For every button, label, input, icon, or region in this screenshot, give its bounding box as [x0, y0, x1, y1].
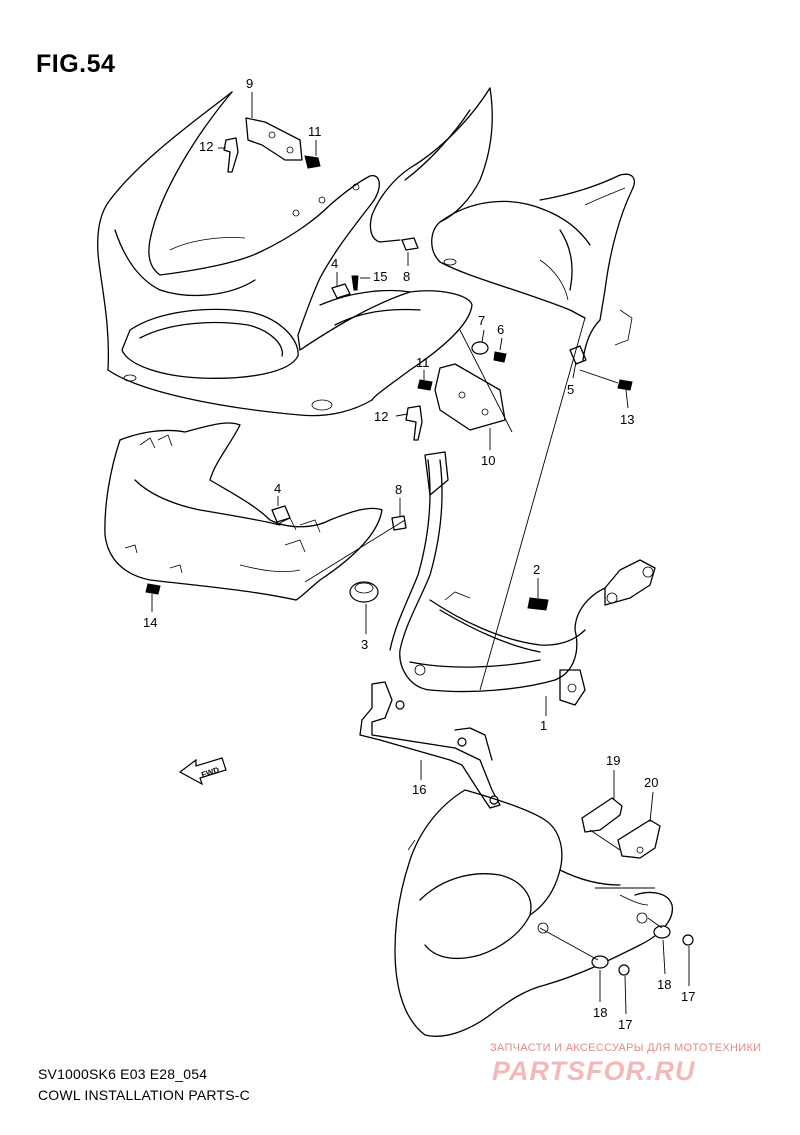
callout-20: 20: [644, 775, 659, 790]
callout-5: 5: [567, 382, 575, 397]
bracket-9: [245, 117, 303, 161]
callout-17: 17: [681, 989, 696, 1004]
callout-9: 9: [246, 76, 254, 91]
clip-4b: [271, 505, 291, 523]
fwd-arrow-icon: FWD: [178, 757, 227, 786]
screw-17a: [618, 964, 630, 976]
callout-1: 1: [540, 718, 548, 733]
callout-7: 7: [478, 313, 486, 328]
callout-14: 14: [143, 615, 158, 630]
callout-19: 19: [606, 753, 621, 768]
bolt-2: [527, 597, 549, 611]
upper-cowl: [97, 91, 473, 417]
cowling-brace: [389, 451, 656, 706]
callout-10: 10: [481, 453, 496, 468]
bracket-10: [434, 363, 506, 431]
leader-lines: [151, 92, 690, 1015]
callout-3: 3: [361, 637, 369, 652]
rubber-3: [349, 581, 379, 603]
bracket-19: [581, 797, 623, 833]
callout-8: 8: [403, 269, 411, 284]
rubber-7: [471, 341, 489, 355]
callout-6: 6: [497, 322, 505, 337]
nut-8a: [401, 237, 419, 251]
screw-17b: [682, 934, 694, 946]
callout-11: 11: [308, 124, 322, 139]
grommet-12a: [223, 137, 239, 173]
callout-16: 16: [412, 782, 427, 797]
rubber-18b: [653, 925, 671, 939]
callout-13: 13: [620, 412, 635, 427]
watermark-tagline: ЗАПЧАСТИ И АКСЕССУАРЫ ДЛЯ МОТОТЕХНИКИ: [490, 1042, 762, 1054]
callout-18: 18: [593, 1005, 608, 1020]
callout-12: 12: [199, 139, 214, 154]
screw-15: [351, 275, 359, 291]
nut-8b: [391, 515, 407, 531]
grommet-12b: [405, 405, 423, 441]
callout-4: 4: [331, 256, 339, 271]
inner-panel: [369, 87, 635, 361]
screw-13: [617, 379, 633, 391]
hardware: [145, 117, 694, 976]
bracket-20: [617, 819, 661, 859]
callout-11: 11: [416, 355, 430, 370]
lower-side-panel: [104, 422, 383, 601]
figure-caption: COWL INSTALLATION PARTS-C: [38, 1087, 250, 1103]
model-code: SV1000SK6 E03 E28_054: [38, 1066, 208, 1082]
callout-18: 18: [657, 977, 672, 992]
lower-cowl: [394, 789, 673, 1037]
callout-2: 2: [533, 562, 541, 577]
callout-12: 12: [374, 409, 389, 424]
callout-15: 15: [373, 269, 388, 284]
figure-title: FIG.54: [36, 50, 116, 78]
callout-8: 8: [395, 482, 403, 497]
watermark-logo: PARTSFOR.RU: [492, 1056, 696, 1086]
clip-4a: [331, 283, 351, 299]
bracket-16: [359, 681, 501, 809]
callout-4: 4: [274, 481, 282, 496]
screw-14: [145, 583, 161, 595]
screw-6: [493, 351, 507, 363]
screw-11b: [417, 379, 433, 391]
screw-11a: [304, 155, 321, 169]
callout-17: 17: [618, 1017, 633, 1032]
